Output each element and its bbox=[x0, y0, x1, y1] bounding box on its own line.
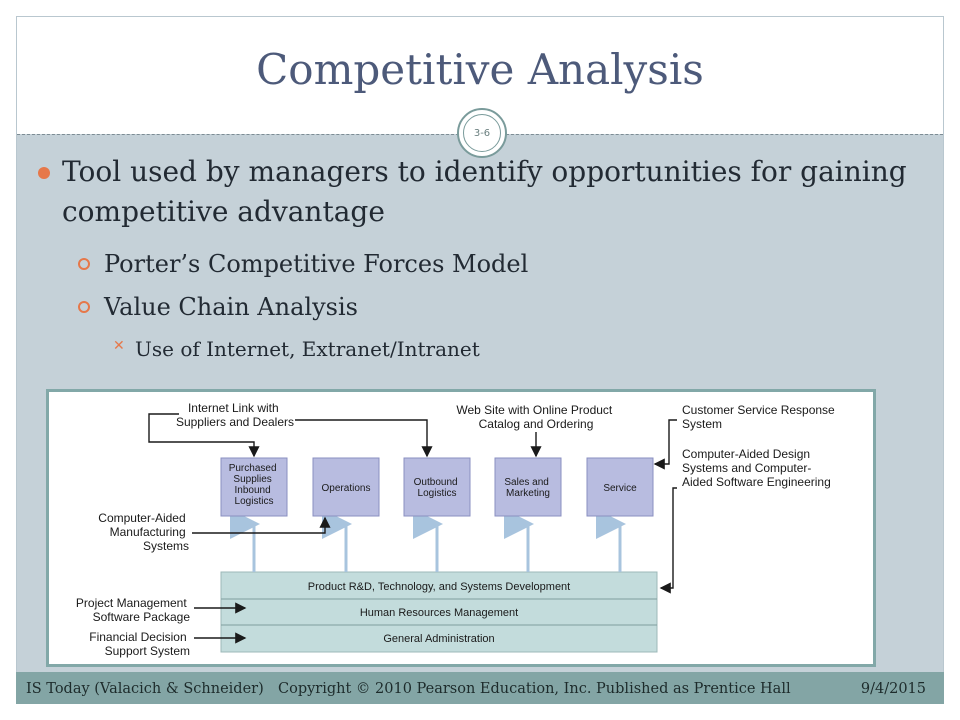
support-block bbox=[220, 571, 658, 653]
connector-internet-link bbox=[148, 413, 260, 458]
box-label: Purchased Supplies Inbound Logistics bbox=[229, 463, 280, 507]
box-inbound-logistics bbox=[220, 457, 288, 517]
footer-bar: IS Today (Valacich & Schneider) Copyrigh… bbox=[16, 672, 944, 704]
annotation-project-mgmt: Project Management Software Package bbox=[76, 596, 190, 624]
connectors bbox=[148, 413, 677, 644]
bullet-ring-icon bbox=[78, 258, 90, 270]
support-label-hr: Human Resources Management bbox=[360, 607, 518, 619]
footer-date: 9/4/2015 bbox=[860, 681, 926, 697]
connector-cam bbox=[192, 516, 331, 534]
bullet-dot-icon bbox=[38, 167, 50, 179]
connector-customer-service bbox=[653, 419, 677, 470]
sub-sub-bullet: ✕ Use of Internet, Extranet/Intranet bbox=[113, 337, 480, 361]
sub-bullet-porter: Porter’s Competitive Forces Model bbox=[78, 250, 529, 278]
support-label-admin: General Administration bbox=[383, 633, 494, 645]
support-activities: Product R&D, Technology, and Systems Dev… bbox=[220, 571, 658, 653]
box-label: Operations bbox=[322, 483, 371, 494]
support-label-rd: Product R&D, Technology, and Systems Dev… bbox=[308, 581, 571, 593]
box-label: Sales and Marketing bbox=[504, 477, 551, 499]
annotation-cad: Computer-Aided Design Systems and Comput… bbox=[682, 447, 831, 489]
annotation-web-site: Web Site with Online Product Catalog and… bbox=[456, 403, 615, 431]
sub-bullet-value-chain: Value Chain Analysis bbox=[78, 293, 358, 321]
bullet-main: Tool used by managers to identify opport… bbox=[38, 152, 912, 232]
annotation-internet-link: Internet Link with Suppliers and Dealers bbox=[176, 401, 294, 429]
sub-bullet-text: Value Chain Analysis bbox=[104, 293, 358, 321]
bullet-ring-icon bbox=[78, 301, 90, 313]
annotation-customer-service: Customer Service Response System bbox=[682, 403, 838, 431]
box-service bbox=[586, 457, 654, 517]
primary-activities: Purchased Supplies Inbound Logistics Ope… bbox=[220, 457, 654, 517]
support-arrows bbox=[230, 509, 626, 572]
slide-number-badge: 3-6 bbox=[457, 108, 507, 158]
slide-title: Competitive Analysis bbox=[256, 45, 704, 94]
footer-left: IS Today (Valacich & Schneider) bbox=[26, 681, 264, 697]
box-label: Outbound Logistics bbox=[414, 477, 461, 499]
value-chain-diagram: Product R&D, Technology, and Systems Dev… bbox=[76, 401, 838, 658]
box-sales-marketing bbox=[494, 457, 562, 517]
connector-cad bbox=[659, 487, 677, 594]
annotations: Internet Link with Suppliers and Dealers… bbox=[76, 401, 838, 658]
box-label: Service bbox=[603, 483, 637, 494]
bullet-cross-icon: ✕ bbox=[113, 338, 125, 354]
sub-sub-bullet-text: Use of Internet, Extranet/Intranet bbox=[135, 337, 480, 361]
box-operations bbox=[312, 457, 380, 517]
sub-bullet-text: Porter’s Competitive Forces Model bbox=[104, 250, 529, 278]
value-chain-figure: Product R&D, Technology, and Systems Dev… bbox=[46, 389, 876, 667]
annotation-cam: Computer-Aided Manufacturing Systems bbox=[98, 511, 189, 553]
footer-copyright: Copyright © 2010 Pearson Education, Inc.… bbox=[278, 681, 791, 697]
connector-internet-outbound bbox=[295, 419, 433, 458]
slide-number: 3-6 bbox=[463, 114, 501, 152]
box-outbound-logistics bbox=[403, 457, 471, 517]
bullet-main-text: Tool used by managers to identify opport… bbox=[62, 155, 907, 228]
annotation-financial: Financial Decision Support System bbox=[89, 630, 190, 658]
